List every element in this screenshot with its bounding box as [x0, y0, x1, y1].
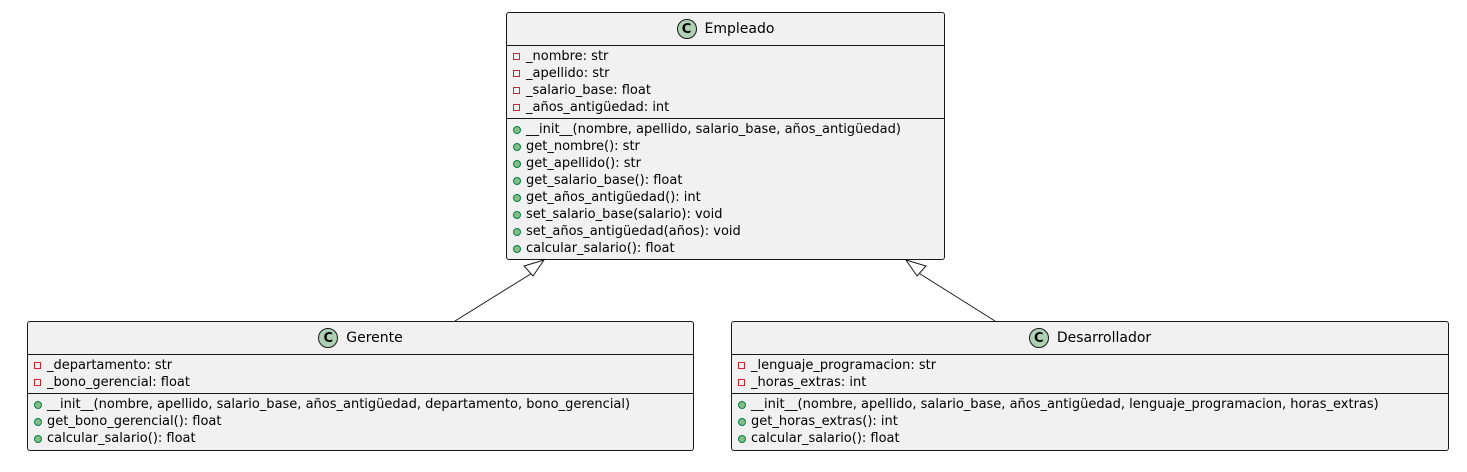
- private-visibility-icon: [738, 362, 745, 369]
- method: get_nombre(): str: [513, 138, 944, 155]
- methods-section: __init__(nombre, apellido, salario_base,…: [28, 394, 693, 449]
- attribute: _nombre: str: [513, 48, 944, 65]
- public-visibility-icon: [34, 417, 42, 426]
- public-visibility-icon: [738, 400, 746, 409]
- public-visibility-icon: [513, 210, 521, 219]
- method: get_apellido(): str: [513, 155, 944, 172]
- attribute: _lenguaje_programacion: str: [738, 357, 1448, 374]
- methods-section: __init__(nombre, apellido, salario_base,…: [732, 394, 1448, 449]
- public-visibility-icon: [513, 125, 521, 134]
- method-text: get_apellido(): str: [526, 156, 641, 171]
- method: get_salario_base(): float: [513, 172, 944, 189]
- method-text: __init__(nombre, apellido, salario_base,…: [751, 397, 1379, 412]
- public-visibility-icon: [34, 400, 42, 409]
- class-stereotype-icon: C: [676, 19, 697, 39]
- method: get_bono_gerencial(): float: [34, 413, 693, 430]
- inheritance-line: [454, 270, 536, 322]
- private-visibility-icon: [34, 362, 41, 369]
- method: calcular_salario(): float: [34, 430, 693, 447]
- class-empleado: C Empleado _nombre: str _apellido: str _…: [506, 12, 945, 260]
- class-name: Empleado: [704, 20, 775, 37]
- attribute: _salario_base: float: [513, 82, 944, 99]
- attribute-text: _salario_base: float: [526, 83, 651, 98]
- class-stereotype-icon: C: [1028, 328, 1049, 348]
- private-visibility-icon: [513, 104, 520, 111]
- private-visibility-icon: [513, 87, 520, 94]
- class-header: C Empleado: [507, 13, 944, 46]
- inheritance-line: [915, 270, 996, 322]
- private-visibility-icon: [513, 70, 520, 77]
- inheritance-desarrollador-empleado: [904, 259, 996, 322]
- method-text: set_salario_base(salario): void: [526, 207, 723, 222]
- public-visibility-icon: [513, 176, 521, 185]
- public-visibility-icon: [513, 142, 521, 151]
- public-visibility-icon: [513, 193, 521, 202]
- class-header: C Desarrollador: [732, 322, 1448, 355]
- method-text: __init__(nombre, apellido, salario_base,…: [526, 122, 901, 137]
- method-text: get_bono_gerencial(): float: [47, 414, 222, 429]
- attributes-section: _lenguaje_programacion: str _horas_extra…: [732, 355, 1448, 394]
- private-visibility-icon: [513, 53, 520, 60]
- public-visibility-icon: [738, 434, 746, 443]
- method: calcular_salario(): float: [738, 430, 1448, 447]
- method-text: calcular_salario(): float: [526, 241, 675, 256]
- method-text: calcular_salario(): float: [47, 431, 196, 446]
- method: get_horas_extras(): int: [738, 413, 1448, 430]
- method-text: get_años_antigüedad(): int: [526, 190, 701, 205]
- attribute-text: _departamento: str: [47, 358, 173, 373]
- method: get_años_antigüedad(): int: [513, 189, 944, 206]
- public-visibility-icon: [513, 159, 521, 168]
- method-text: get_salario_base(): float: [526, 173, 683, 188]
- class-name: Gerente: [346, 329, 403, 346]
- method-text: __init__(nombre, apellido, salario_base,…: [47, 397, 631, 412]
- class-gerente: C Gerente _departamento: str _bono_geren…: [27, 321, 694, 451]
- attribute-text: _horas_extras: int: [751, 375, 867, 390]
- attribute-text: _bono_gerencial: float: [47, 375, 190, 390]
- inheritance-gerente-empleado: [454, 259, 546, 322]
- private-visibility-icon: [738, 379, 745, 386]
- attributes-section: _departamento: str _bono_gerencial: floa…: [28, 355, 693, 394]
- private-visibility-icon: [34, 379, 41, 386]
- method: __init__(nombre, apellido, salario_base,…: [34, 396, 693, 413]
- method: __init__(nombre, apellido, salario_base,…: [513, 121, 944, 138]
- class-header: C Gerente: [28, 322, 693, 355]
- attribute: _horas_extras: int: [738, 374, 1448, 391]
- method-text: set_años_antigüedad(años): void: [526, 224, 741, 239]
- attribute-text: _años_antigüedad: int: [526, 100, 670, 115]
- method: __init__(nombre, apellido, salario_base,…: [738, 396, 1448, 413]
- public-visibility-icon: [34, 434, 42, 443]
- class-stereotype-icon: C: [318, 328, 339, 348]
- method: set_salario_base(salario): void: [513, 206, 944, 223]
- attribute: _bono_gerencial: float: [34, 374, 693, 391]
- attribute-text: _lenguaje_programacion: str: [751, 358, 937, 373]
- method: set_años_antigüedad(años): void: [513, 223, 944, 240]
- class-desarrollador: C Desarrollador _lenguaje_programacion: …: [731, 321, 1449, 451]
- public-visibility-icon: [513, 244, 521, 253]
- attribute: _años_antigüedad: int: [513, 99, 944, 116]
- attributes-section: _nombre: str _apellido: str _salario_bas…: [507, 46, 944, 119]
- public-visibility-icon: [513, 227, 521, 236]
- attribute-text: _apellido: str: [526, 66, 610, 81]
- class-name: Desarrollador: [1056, 329, 1152, 346]
- method-text: get_horas_extras(): int: [751, 414, 898, 429]
- methods-section: __init__(nombre, apellido, salario_base,…: [507, 119, 944, 259]
- attribute-text: _nombre: str: [526, 49, 609, 64]
- attribute: _departamento: str: [34, 357, 693, 374]
- inheritance-arrowhead: [904, 259, 927, 277]
- method-text: get_nombre(): str: [526, 139, 640, 154]
- method: calcular_salario(): float: [513, 240, 944, 257]
- attribute: _apellido: str: [513, 65, 944, 82]
- method-text: calcular_salario(): float: [751, 431, 900, 446]
- public-visibility-icon: [738, 417, 746, 426]
- inheritance-arrowhead: [523, 259, 546, 277]
